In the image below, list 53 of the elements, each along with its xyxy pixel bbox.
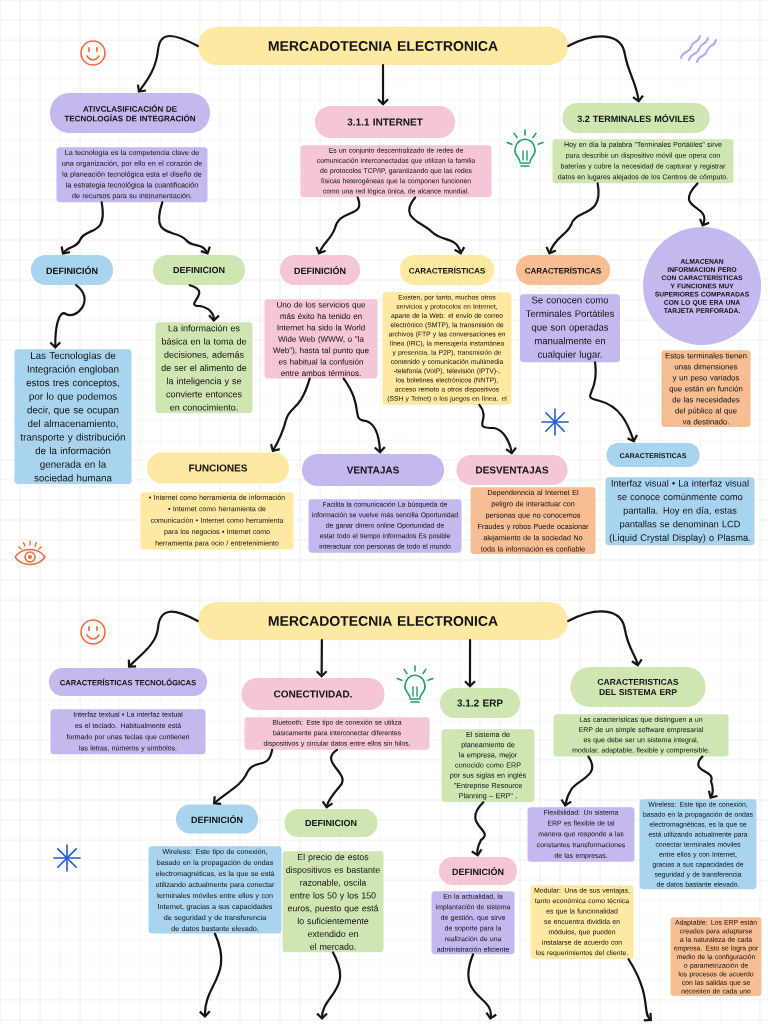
heading-pill: DEFINICIÓN — [176, 804, 258, 834]
arrow — [567, 35, 644, 103]
arrow — [199, 932, 223, 1018]
arrow — [467, 953, 497, 1020]
arrow — [315, 196, 361, 255]
title-banner: MERCADOTECNIA ELECTRONICA — [198, 602, 568, 640]
arrow — [408, 196, 466, 255]
arrow — [60, 201, 104, 255]
arrow — [471, 801, 486, 857]
arrow — [588, 361, 638, 443]
arrow — [342, 377, 386, 454]
note-box: La información es básica en la toma de decisiones, además de ser el alimento de la inteligencia y se convierte entonces en conocimiento. — [155, 322, 253, 414]
note-box: Las Tecnologías de Integración engloban estos tres conceptos, por lo que podemos decir, que se ocupan del almacenamiento, transporte y distribución de la información generada en la sociedad humana — [14, 349, 132, 484]
heading-pill: CONECTIVIDAD. — [241, 678, 385, 710]
arrow — [478, 403, 517, 455]
heading-pill: CARACTERÍSTICAS — [516, 255, 610, 285]
note-box: El precio de estos dispositivos es bastante razonable, oscila entre los 50 y los 150 euros, puesto que está lo suficientemente extendido en el mercado. — [282, 851, 384, 953]
title-banner: MERCADOTECNIA ELECTRONICA — [198, 27, 568, 65]
arrow — [545, 182, 600, 255]
heading-pill: 3.1.2 ERP — [440, 688, 520, 718]
arrow — [560, 755, 594, 807]
heading-pill: VENTAJAS — [302, 454, 444, 486]
arrow — [49, 284, 86, 349]
heading-pill: 3.2 TERMINALES MÓVILES — [562, 103, 710, 133]
arrow — [269, 377, 311, 453]
arrow — [627, 958, 652, 1022]
heading-pill: DESVENTAJAS — [456, 455, 568, 485]
arrow — [158, 201, 211, 255]
heading-pill: DEFINICION — [153, 255, 245, 285]
arrow — [127, 610, 199, 668]
heading-pill: CARACTERÍSTICAS — [400, 255, 494, 285]
heading-pill: ATIVCLASIFICACIÓN DE TECNOLOGÍAS DE INTEGRACIÓN — [50, 93, 210, 133]
heading-pill: DEFINICIÓN — [439, 857, 517, 885]
arrow — [315, 639, 328, 678]
arrow — [188, 284, 220, 322]
note-box: Se conocen como Terminales Portátiles que son operadas manualmente en cualquier lugar. — [520, 294, 620, 363]
arrow — [687, 182, 710, 227]
heading-pill: FUNCIONES — [147, 452, 289, 484]
arrow — [321, 748, 344, 809]
heading-pill: DEFINICIÓN — [31, 255, 113, 285]
arrow — [136, 34, 199, 93]
arrow — [316, 951, 342, 1020]
heading-pill: 3.1.1 INTERNET — [315, 106, 455, 138]
arrow — [377, 64, 389, 106]
arrow — [464, 639, 476, 688]
arrow — [212, 748, 274, 806]
heading-pill: DEFINICION — [284, 809, 378, 837]
heading-pill: CARACTERISTICAS DEL SISTEMA ERP — [570, 667, 706, 707]
arrow — [567, 610, 643, 667]
note-box: Interfaz visual • La interfaz visual se conoce comúnmente como pantalla. Hoy en día, estas pantallas se denominan LCD (Liquid Crystal Display) o Plasma. — [605, 477, 755, 546]
arrow — [697, 755, 718, 799]
note-box: Uno de los servicios que más éxito ha tenido en Internet ha sido la World Wide Web (WWW, o "la Web"), hasta tal punto que es habitual la confusión entre ambos términos. — [264, 299, 378, 379]
heading-pill: DEFINICIÓN — [280, 255, 360, 285]
